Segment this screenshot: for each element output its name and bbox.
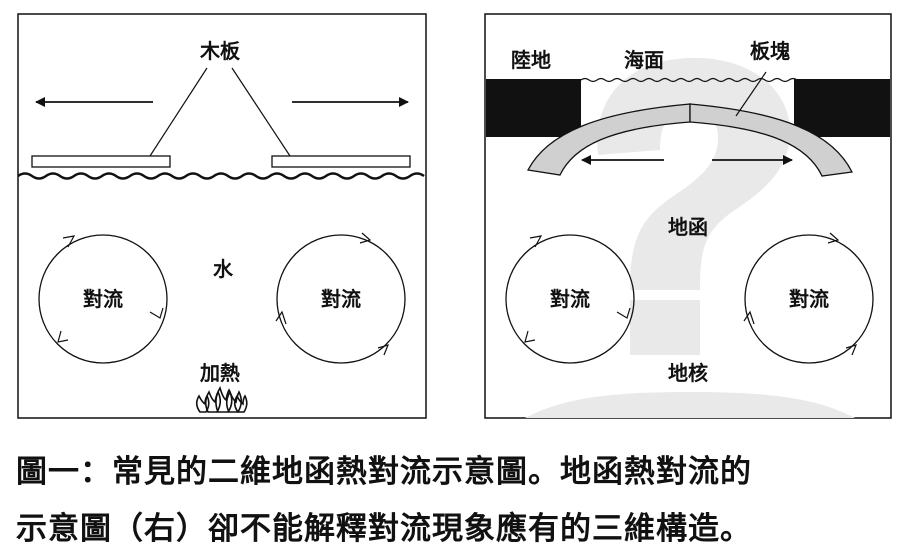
circle-arrowhead — [524, 330, 536, 343]
circle-arrowhead — [359, 232, 372, 244]
plate-leader — [735, 71, 767, 117]
question-mark-dot — [630, 300, 700, 355]
circle-arrowhead — [57, 330, 69, 343]
circle-arrowhead — [616, 307, 631, 319]
land-label: 陸地 — [511, 48, 551, 72]
caption-line-1: 圖一：常見的二維地函熱對流示意圖。地函熱對流的 — [16, 454, 752, 490]
core-label: 地核 — [668, 361, 708, 385]
convection-circle-right — [276, 234, 406, 364]
convection-label-left: 對流 — [83, 287, 123, 311]
circle-arrowhead — [62, 235, 76, 248]
circle-arrowhead — [845, 344, 858, 356]
circle-arrowhead — [275, 310, 287, 325]
convection-diagram: 木板 水 對流 對流 加熱 — [17, 13, 892, 419]
circle-arrowhead — [743, 310, 755, 325]
land-block-right — [794, 79, 890, 137]
water-label: 水 — [213, 257, 234, 281]
left-board — [31, 155, 171, 168]
sea-label: 海面 — [624, 48, 664, 72]
board-label: 木板 — [199, 39, 241, 63]
circle-arrowhead — [529, 235, 543, 248]
land-block-left — [486, 79, 581, 137]
circle-arrowhead — [827, 232, 840, 244]
convection-circle-right — [744, 234, 874, 364]
plate-label: 板塊 — [750, 39, 790, 63]
mantle-label: 地函 — [668, 215, 708, 239]
right-board — [271, 155, 411, 168]
board-leader-left — [149, 67, 208, 157]
convection-circle-left — [505, 234, 635, 364]
heat-label: 加熱 — [199, 361, 240, 385]
caption-line-2: 示意圖（右）卻不能解釋對流現象應有的三維構造。 — [16, 511, 752, 547]
plate-right — [689, 103, 853, 177]
circle-arrowhead — [149, 307, 164, 319]
water-surface-wave — [17, 172, 425, 180]
convection-label-right: 對流 — [321, 287, 361, 311]
convection-circle-left — [38, 234, 168, 364]
convection-label-right: 對流 — [789, 287, 829, 311]
circle-arrowhead — [377, 344, 390, 356]
convection-label-left: 對流 — [550, 287, 590, 311]
flame-icon — [195, 386, 248, 413]
board-leader-right — [231, 67, 291, 157]
left-panel-frame — [17, 13, 427, 419]
watermark-arc — [525, 392, 855, 418]
right-panel: 陸地 海面 板塊 地函 對流 對流 地核 — [484, 13, 892, 419]
left-panel: 木板 水 對流 對流 加熱 — [17, 13, 427, 419]
